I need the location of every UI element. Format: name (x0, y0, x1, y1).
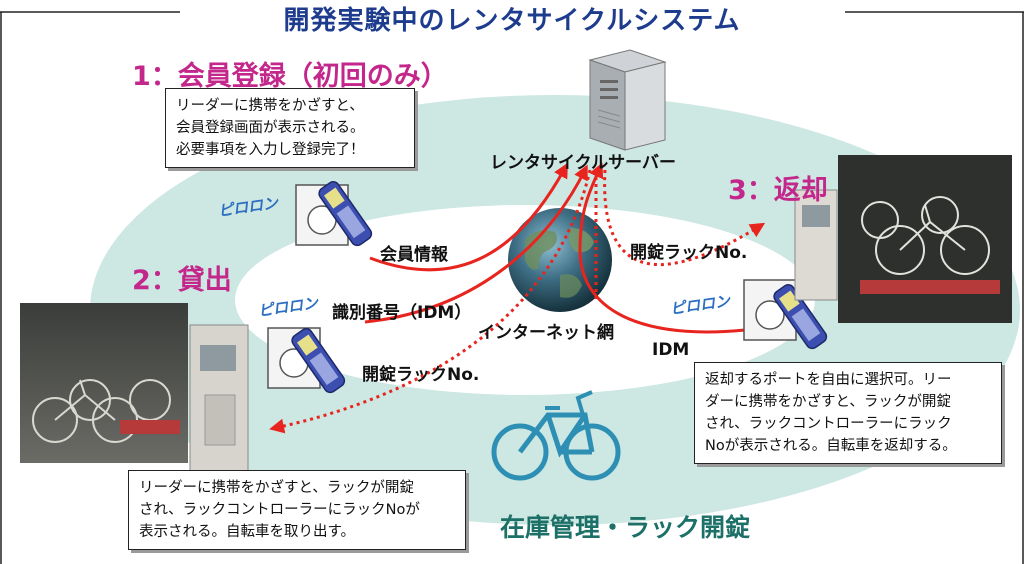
step-registration-heading: 1：会員登録（初回のみ） (132, 61, 448, 92)
rental-note: リーダーに携帯をかざすと、ラックが開錠 され、ラックコントローラーにラックNoが… (128, 470, 466, 550)
arrow-id-number (364, 164, 588, 324)
arrow-member-info (369, 162, 568, 272)
note-line: 表示される。自転車を取り出す。 (139, 524, 356, 540)
server-icon (588, 49, 667, 151)
server-label: レンタサイクルサーバー (490, 153, 676, 173)
return-note: 返却するポートを自由に選択可。リー ダーに携帯をかざすと、ラックが開錠 され、ラ… (694, 362, 1002, 464)
phone-icon-registration (318, 181, 373, 247)
phone-icon-rental (291, 328, 346, 394)
internet-label: インターネット網 (478, 323, 614, 343)
flow-member-info: 会員情報 (380, 245, 448, 265)
return-rack-photo (794, 155, 1012, 323)
note-line: ダーに携帯をかざすと、ラックが開錠 (705, 394, 951, 410)
note-line: 会員登録画面が表示される。 (176, 120, 365, 136)
step-return-heading: 3：返却 (728, 175, 828, 206)
inner-ellipse (235, 205, 815, 395)
page-title: 開発実験中のレンタサイクルシステム (283, 6, 741, 36)
note-line: Noが表示される。自転車を返却する。 (705, 438, 957, 454)
bicycle-icon (491, 390, 621, 481)
flow-id-number: 識別番号（IDM） (332, 303, 472, 323)
rental-rack-photo (20, 303, 249, 476)
flow-unlock-return: 開錠ラックNo. (630, 243, 748, 263)
step-rental-heading: 2：貸出 (132, 265, 232, 296)
arrow-unlock-return (603, 169, 766, 267)
registration-note: リーダーに携帯をかざすと、 会員登録画面が表示される。 必要事項を入力し登録完了… (165, 88, 415, 168)
arrow-unlock-rental (269, 169, 592, 434)
flow-unlock-rental: 開錠ラックNo. (362, 365, 480, 385)
note-line: され、ラックコントローラーにラックNoが (139, 502, 420, 518)
note-line: リーダーに携帯をかざすと、 (176, 98, 364, 114)
bottom-label: 在庫管理・ラック開錠 (500, 513, 751, 542)
note-line: され、ラックコントローラーにラック (705, 416, 952, 432)
arrow-idm-return (578, 162, 746, 334)
note-line: 必要事項を入力し登録完了！ (176, 142, 365, 158)
phone-icon-return (773, 284, 828, 350)
flow-idm: IDM (652, 340, 690, 360)
note-line: 返却するポートを自由に選択可。リー (705, 372, 952, 388)
note-line: リーダーに携帯をかざすと、ラックが開錠 (139, 480, 414, 496)
